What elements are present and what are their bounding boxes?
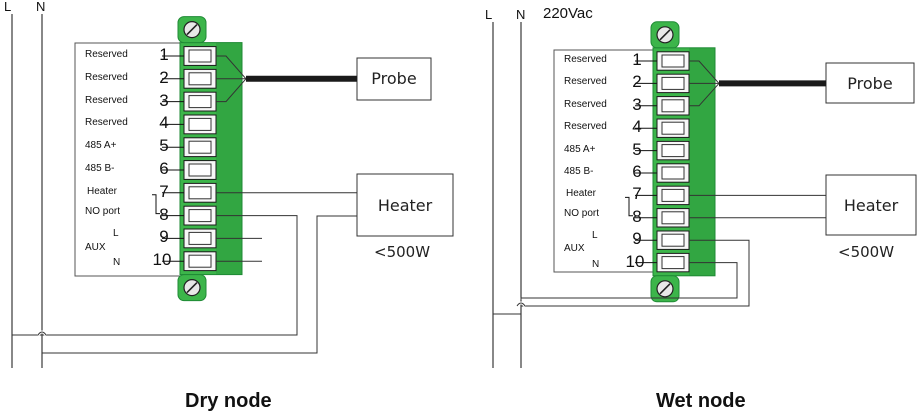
left-title: Dry node xyxy=(185,390,272,412)
left-probe-fan-1 xyxy=(216,55,247,80)
left-terminal-label-3: Reserved xyxy=(85,94,128,106)
right-terminal-label-3: Reserved xyxy=(564,98,607,110)
left-heater-label: Heater xyxy=(377,196,433,215)
right-heater-label-line2: NO port xyxy=(564,207,600,219)
right-terminal-screw-3 xyxy=(661,99,685,113)
right-heater-box xyxy=(825,174,917,236)
left-rail-n-label: N xyxy=(36,0,46,14)
right-aux-l-label: L xyxy=(592,230,598,242)
left-terminal-num-4: 4 xyxy=(159,113,169,133)
left-heater-bracket xyxy=(152,194,160,215)
right-terminal-screw-10 xyxy=(661,256,685,270)
left-terminal-num-9: 9 xyxy=(159,227,169,247)
right-terminal-screw-4 xyxy=(661,121,685,135)
left-screw-slot-top xyxy=(186,24,198,36)
right-terminal-num-2: 2 xyxy=(632,72,642,92)
right-probe-box xyxy=(825,62,915,104)
left-wire-hop xyxy=(37,331,47,336)
left-terminal-screw-2 xyxy=(188,72,212,86)
right-terminal-num-5: 5 xyxy=(632,139,642,159)
right-supply-voltage: 220Vac xyxy=(543,5,593,22)
left-terminal-num-6: 6 xyxy=(159,159,169,178)
right-terminal-num-3: 3 xyxy=(632,94,642,114)
right-terminal-num-7: 7 xyxy=(632,184,642,204)
right-screw-slot-bottom xyxy=(659,283,671,295)
right-probe-fan-1 xyxy=(689,60,720,84)
left-aux-label: AUX xyxy=(85,241,106,253)
left-aux-n-label: N xyxy=(113,257,121,269)
right-heater-label: Heater xyxy=(843,196,899,215)
right-terminal-label-2: Reserved xyxy=(564,76,607,88)
right-terminal-screw-6 xyxy=(661,166,685,180)
right-terminal-num-10: 10 xyxy=(625,251,645,271)
left-terminal-screw-4 xyxy=(188,117,212,131)
left-terminal-num-7: 7 xyxy=(159,181,169,201)
right-rail-n-label: N xyxy=(516,7,526,22)
left-terminal-label-box xyxy=(74,42,186,277)
right-terminal-screw-1 xyxy=(661,54,685,68)
right-rail-l-label: L xyxy=(485,7,493,22)
right-terminal-screw-8 xyxy=(661,211,685,225)
right-terminal-label-1: Reserved xyxy=(564,54,607,65)
right-terminal-label-5: 485 A+ xyxy=(564,143,596,155)
left-terminal-screw-5 xyxy=(188,140,212,154)
left-connector-plug xyxy=(216,42,242,275)
left-terminal-label-6: 485 B- xyxy=(85,163,115,174)
left-heater-label-line1: Heater xyxy=(87,185,118,197)
right-terminal-label-box xyxy=(553,49,661,273)
left-heater-box xyxy=(356,173,454,237)
right-terminal-screw-7 xyxy=(661,188,685,202)
right-terminal-label-4: Reserved xyxy=(564,121,607,133)
right-terminal-num-1: 1 xyxy=(632,50,642,69)
right-terminal-screw-9 xyxy=(661,233,685,247)
right-probe-label: Probe xyxy=(847,74,893,93)
left-wire-heater-to-n xyxy=(42,215,357,354)
left-wire-t8-to-l xyxy=(12,215,298,336)
left-terminal-num-2: 2 xyxy=(159,67,169,87)
right-terminal-screw-5 xyxy=(661,144,685,158)
left-terminal-screw-10 xyxy=(188,254,212,268)
left-terminal-num-3: 3 xyxy=(159,90,169,110)
left-terminal-label-2: Reserved xyxy=(85,71,128,83)
right-wire-t10-loop xyxy=(520,262,738,300)
right-heater-bracket xyxy=(625,196,633,217)
right-screw-slot-top xyxy=(659,29,671,41)
left-terminal-screw-7 xyxy=(188,186,212,200)
left-terminal-screw-6 xyxy=(188,163,212,177)
right-terminal-num-4: 4 xyxy=(632,117,642,137)
left-terminal-label-4: Reserved xyxy=(85,117,128,129)
left-heater-label-line2: NO port xyxy=(85,205,121,217)
left-probe-label: Probe xyxy=(371,69,417,88)
right-power-limit: <500W xyxy=(838,243,895,261)
left-terminal-num-1: 1 xyxy=(159,45,169,64)
left-rail-l-label: L xyxy=(4,0,12,14)
right-title: Wet node xyxy=(656,390,746,412)
right-terminal-num-8: 8 xyxy=(632,206,642,226)
right-aux-n-label: N xyxy=(592,258,600,270)
right-wire-hop xyxy=(516,302,526,307)
left-terminal-label-5: 485 A+ xyxy=(85,140,117,152)
right-probe-fan-3 xyxy=(689,83,720,107)
right-wire-t9-to-n xyxy=(521,239,750,307)
left-terminal-screw-9 xyxy=(188,231,212,245)
right-terminal-num-6: 6 xyxy=(632,162,642,181)
right-terminal-screw-2 xyxy=(661,76,685,90)
left-probe-fan-3 xyxy=(216,78,247,103)
right-heater-label-line1: Heater xyxy=(566,188,597,200)
right-terminal-num-9: 9 xyxy=(632,229,642,249)
left-aux-l-label: L xyxy=(113,228,119,240)
left-terminal-num-10: 10 xyxy=(152,250,172,270)
left-terminal-screw-8 xyxy=(188,209,212,223)
left-terminal-label-1: Reserved xyxy=(85,49,128,60)
right-aux-label: AUX xyxy=(564,243,585,255)
left-power-limit: <500W xyxy=(374,243,431,261)
left-terminal-screw-3 xyxy=(188,95,212,109)
left-terminal-screw-1 xyxy=(188,49,212,63)
left-terminal-num-8: 8 xyxy=(159,204,169,224)
left-screw-slot-bottom xyxy=(186,282,198,294)
left-terminal-num-5: 5 xyxy=(159,136,169,156)
right-terminal-label-6: 485 B- xyxy=(564,166,594,177)
right-connector-plug xyxy=(689,47,715,276)
